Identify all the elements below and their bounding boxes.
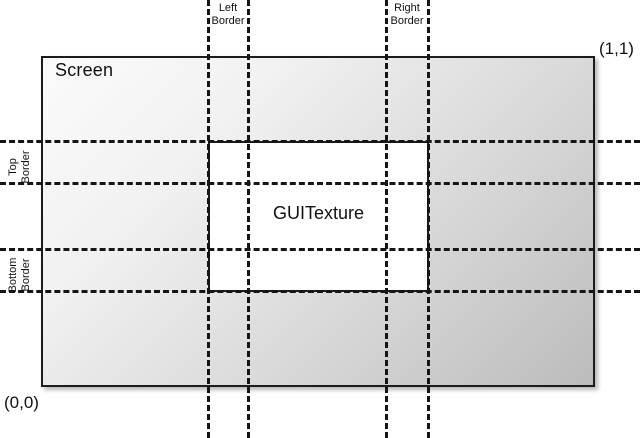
guitexture-rectangle	[208, 141, 429, 292]
top-border-guide-outer-horizontal	[0, 140, 640, 143]
left-border-annotation-line2: Border	[211, 15, 245, 27]
guitexture-label: GUITexture	[272, 203, 365, 223]
screen-label: Screen	[55, 60, 114, 80]
left-border-guide-inner-vertical	[207, 0, 210, 438]
right-border-annotation-line1: Right	[394, 2, 420, 14]
right-border-annotation-line2: Border	[390, 15, 424, 27]
top-border-annotation: Top Border	[7, 141, 33, 193]
top-border-annotation-line1: Top	[7, 158, 19, 176]
right-border-guide-outer-vertical	[427, 0, 430, 438]
left-border-annotation-line1: Left	[218, 2, 238, 14]
coordinate-label-bottom-left: (0,0)	[4, 393, 39, 412]
right-border-guide-inner-vertical	[385, 0, 388, 438]
bottom-border-guide-inner-horizontal	[0, 248, 640, 251]
left-border-guide-outer-vertical	[247, 0, 250, 438]
coordinate-label-top-right: (1,1)	[599, 39, 634, 58]
bottom-border-annotation: Bottom Border	[7, 244, 33, 306]
bottom-border-annotation-line1: Bottom	[7, 257, 19, 293]
bottom-border-annotation-line2: Border	[20, 258, 32, 292]
top-border-guide-inner-horizontal	[0, 182, 640, 185]
right-border-annotation: Right Border	[386, 2, 428, 28]
top-border-annotation-line2: Border	[20, 150, 32, 184]
left-border-annotation: Left Border	[208, 2, 248, 28]
bottom-border-guide-outer-horizontal	[0, 290, 640, 293]
